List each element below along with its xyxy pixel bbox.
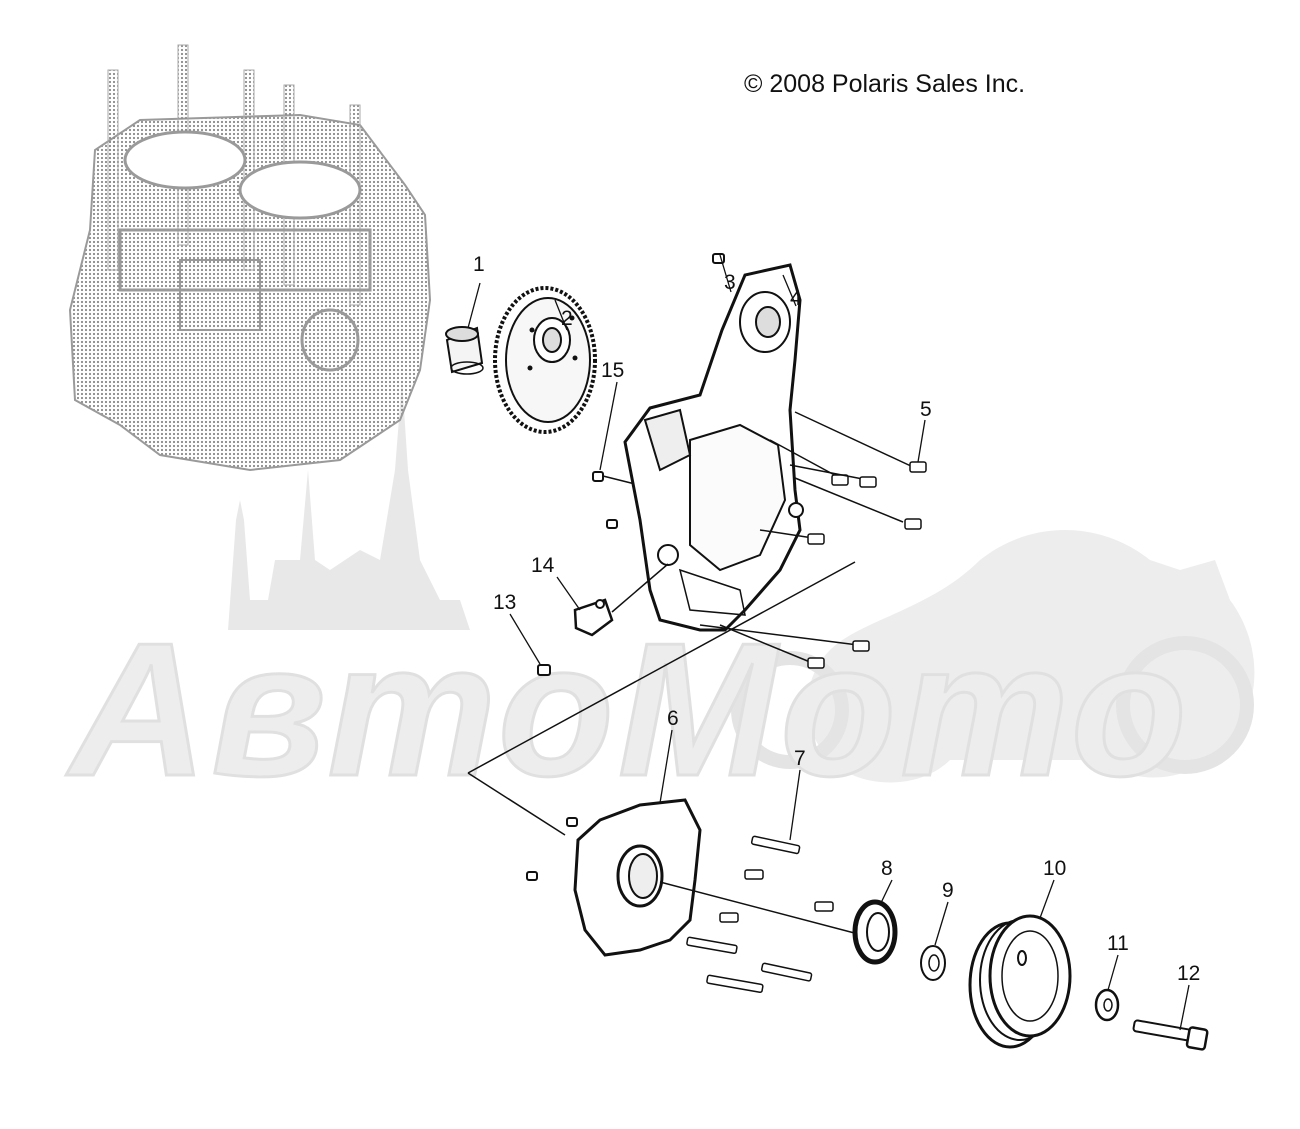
copyright-notice: © 2008 Polaris Sales Inc. — [744, 70, 1026, 98]
callout-12: 12 — [1177, 962, 1201, 985]
part-11-washer — [1094, 988, 1120, 1022]
assembly-lines — [467, 561, 856, 836]
part-15-pin — [592, 471, 636, 485]
part-8-seal — [852, 899, 898, 965]
callout-1: 1 — [473, 253, 485, 276]
part-12-bolt — [1132, 1019, 1209, 1051]
callout-15: 15 — [601, 359, 625, 382]
watermark-text: AвтоМото — [66, 604, 1191, 816]
part-5-bolts — [699, 411, 927, 669]
part-6-cover-plate — [573, 798, 863, 957]
callout-9: 9 — [942, 879, 954, 902]
part-1-bushing — [445, 326, 484, 375]
callout-8: 8 — [881, 857, 893, 880]
dowel-pins — [526, 253, 725, 881]
callout-13: 13 — [493, 591, 517, 614]
callout-4: 4 — [790, 287, 802, 310]
part-2-starter-gear — [493, 286, 597, 434]
callout-10: 10 — [1043, 857, 1067, 880]
callout-5: 5 — [920, 398, 932, 421]
part-9-washer — [920, 945, 946, 981]
callout-3: 3 — [724, 271, 736, 294]
part-4-cover — [623, 263, 804, 632]
part-10-pulley — [968, 914, 1072, 1049]
watermark-logo: AвтоМото — [65, 380, 1255, 818]
callout-6: 6 — [667, 707, 679, 730]
callout-11: 11 — [1107, 932, 1129, 955]
callout-2: 2 — [561, 307, 573, 330]
engine-block — [68, 44, 432, 472]
callout-14: 14 — [531, 554, 555, 577]
callout-7: 7 — [794, 747, 806, 770]
leader-lines — [467, 254, 1190, 1031]
part-14-sensor — [573, 563, 669, 637]
part-7-bolts — [686, 835, 834, 994]
part-13-bolt — [537, 664, 551, 676]
